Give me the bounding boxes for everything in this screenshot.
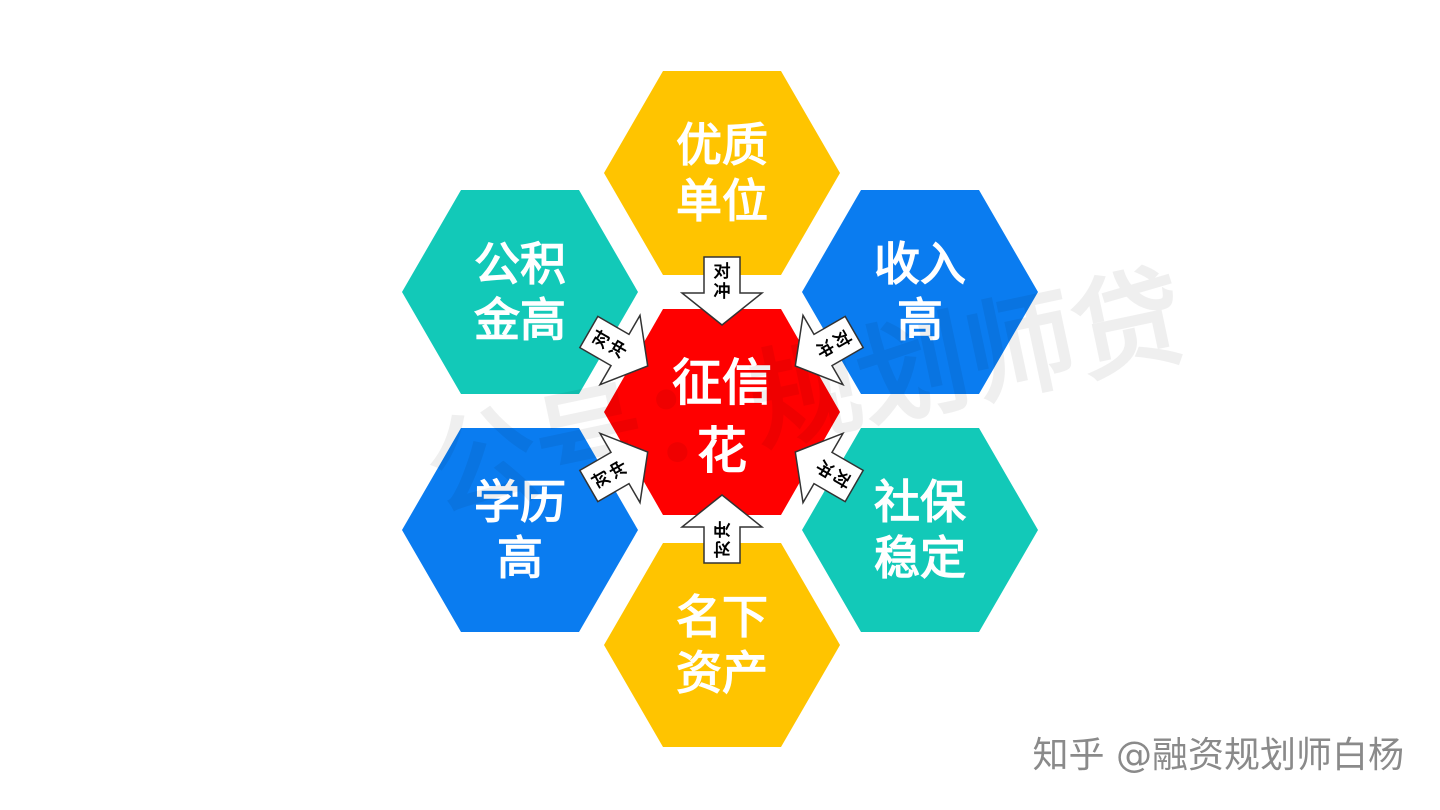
hexagon-label: 稳定 bbox=[874, 531, 966, 585]
arrow-upper-right: 对冲 bbox=[794, 313, 865, 387]
arrow-down-icon bbox=[794, 431, 865, 505]
center-label: 征信 bbox=[672, 354, 772, 412]
arrow-down-icon bbox=[578, 313, 649, 387]
arrow-lower-right: 对冲 bbox=[794, 431, 865, 505]
arrow-down-icon bbox=[679, 256, 765, 326]
hexagon-label: 单位 bbox=[676, 174, 768, 228]
hexagon-label: 高 bbox=[497, 531, 543, 585]
footer-attribution: 知乎 @融资规划师白杨 bbox=[1032, 735, 1404, 776]
arrow-down-icon bbox=[794, 313, 865, 387]
arrow-bottom: 对冲 bbox=[679, 494, 765, 564]
arrow-top: 对冲 bbox=[679, 256, 765, 326]
hexagon-label: 收入 bbox=[874, 237, 966, 291]
arrow-lower-left: 对冲 bbox=[578, 431, 649, 505]
hexagon-label: 学历 bbox=[474, 475, 566, 529]
hexagon-shape bbox=[802, 428, 1038, 632]
hexagon-shape bbox=[402, 190, 638, 394]
center-label: 花 bbox=[697, 422, 747, 480]
hexagon-shape bbox=[402, 428, 638, 632]
hexagon-label: 金高 bbox=[473, 293, 566, 347]
hexagon-label: 资产 bbox=[676, 646, 768, 700]
arrow-label: 对 bbox=[714, 261, 731, 282]
hexagon-label: 公积 bbox=[474, 237, 566, 291]
arrow-label: 冲 bbox=[714, 518, 731, 539]
hexagon-label: 高 bbox=[897, 293, 943, 347]
arrow-down-icon bbox=[679, 494, 765, 564]
arrow-label: 冲 bbox=[714, 281, 731, 302]
center-hexagon-shape bbox=[604, 309, 840, 515]
hexagon-label: 名下 bbox=[676, 590, 768, 644]
hexagon-shape bbox=[604, 71, 840, 275]
hexagon-lower-left: 学历高 bbox=[402, 428, 638, 632]
hexagon-shape bbox=[604, 543, 840, 747]
hexagon-label: 社保 bbox=[874, 475, 967, 529]
arrow-down-icon bbox=[578, 431, 649, 505]
hexagon-label: 优质 bbox=[676, 118, 768, 172]
center-hexagon: 征信花 bbox=[604, 309, 840, 515]
arrow-upper-left: 对冲 bbox=[578, 313, 649, 387]
arrow-label: 对 bbox=[714, 538, 731, 559]
